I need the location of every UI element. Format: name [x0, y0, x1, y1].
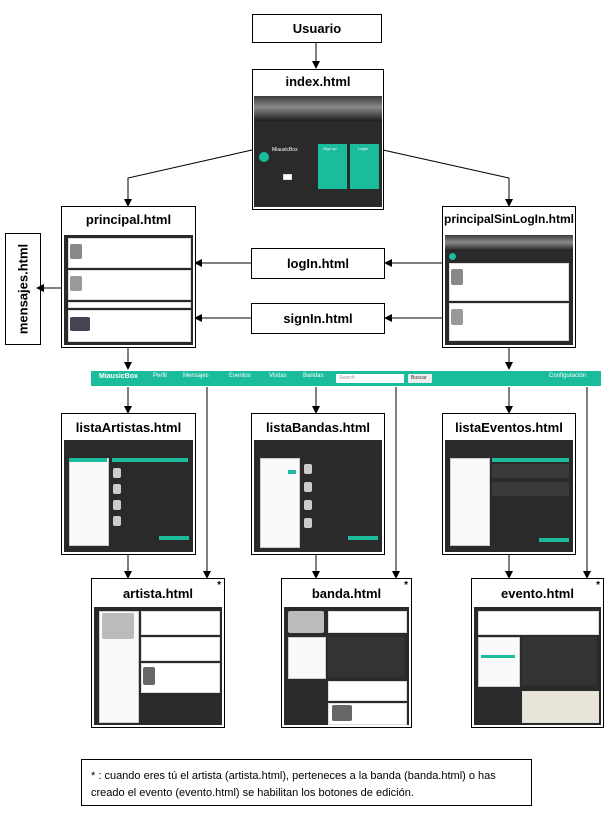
index-signup-panel: [318, 144, 347, 189]
node-principal-label: principal.html: [85, 212, 172, 227]
navbar: MiausicBox Perfil Mensajes Eventos Visit…: [91, 371, 601, 386]
evento-edit-marker: *: [596, 580, 600, 591]
navbar-item-visitas[interactable]: Visitas: [269, 373, 287, 379]
evento-screenshot: [474, 607, 601, 725]
navbar-search-placeholder: Search: [339, 375, 355, 381]
node-lista-eventos-label: listaEventos.html: [455, 420, 563, 435]
arrow-index-principalsin: [382, 149, 513, 207]
node-banda-label: banda.html: [311, 586, 382, 601]
principal-sin-login-screenshot: [445, 235, 573, 345]
node-mensajes: mensajes.html: [5, 233, 41, 345]
footnote-text: * : cuando eres tú el artista (artista.h…: [91, 770, 496, 799]
lista-bandas-screenshot: [254, 440, 382, 552]
node-principal-sin-login-label: principalSinLogIn.html: [444, 212, 574, 226]
index-cat-logo: [259, 152, 269, 162]
navbar-brand[interactable]: MiausicBox: [99, 373, 138, 380]
artista-screenshot: [94, 607, 222, 725]
node-login-label: logIn.html: [286, 256, 350, 271]
navbar-item-perfil[interactable]: Perfil: [153, 373, 167, 379]
node-lista-bandas: listaBandas.html: [251, 413, 385, 555]
banda-edit-marker: *: [404, 580, 408, 591]
node-artista: artista.html *: [91, 578, 225, 728]
artista-edit-marker: *: [217, 580, 221, 591]
navbar-item-bandas[interactable]: Bandas: [303, 373, 324, 379]
node-principal-sin-login: principalSinLogIn.html: [442, 206, 576, 348]
navbar-item-eventos[interactable]: Eventos: [229, 373, 251, 379]
node-lista-artistas: listaArtistas.html: [61, 413, 196, 555]
node-lista-artistas-label: listaArtistas.html: [75, 420, 182, 435]
lista-eventos-screenshot: [445, 440, 573, 552]
node-usuario-label: Usuario: [292, 21, 342, 36]
index-login-panel: [350, 144, 379, 189]
node-lista-bandas-label: listaBandas.html: [265, 420, 371, 435]
navbar-config[interactable]: Configuración: [549, 373, 587, 379]
node-artista-label: artista.html: [122, 586, 194, 601]
node-banda: banda.html *: [281, 578, 412, 728]
node-signin: signIn.html: [251, 303, 385, 334]
node-evento: evento.html *: [471, 578, 604, 728]
node-mensajes-label: mensajes.html: [15, 243, 31, 335]
node-evento-label: evento.html: [501, 586, 574, 601]
navbar-search-input[interactable]: Search: [336, 374, 404, 383]
node-signin-label: signIn.html: [283, 311, 353, 326]
navbar-search-button-label: Buscar: [411, 375, 427, 381]
navbar-item-mensajes[interactable]: Mensajes: [183, 373, 209, 379]
node-lista-eventos: listaEventos.html: [442, 413, 576, 555]
lista-artistas-screenshot: [64, 440, 193, 552]
arrow-index-principal: [124, 149, 253, 207]
index-signup-text: Sign up: [323, 146, 337, 151]
footnote-box: * : cuando eres tú el artista (artista.h…: [81, 759, 532, 806]
node-index-label: index.html: [285, 74, 351, 89]
node-principal: principal.html: [61, 206, 196, 348]
node-index: index.html MiausicBox Sign up Login: [252, 69, 384, 210]
navbar-search-button[interactable]: Buscar: [408, 374, 432, 383]
principal-screenshot: [64, 235, 193, 345]
banda-screenshot: [284, 607, 409, 725]
index-brand: MiausicBox: [272, 147, 298, 153]
index-login-text: Login: [358, 146, 368, 151]
index-screenshot: MiausicBox Sign up Login: [254, 96, 382, 207]
node-usuario: Usuario: [252, 14, 382, 43]
node-login: logIn.html: [251, 248, 385, 279]
